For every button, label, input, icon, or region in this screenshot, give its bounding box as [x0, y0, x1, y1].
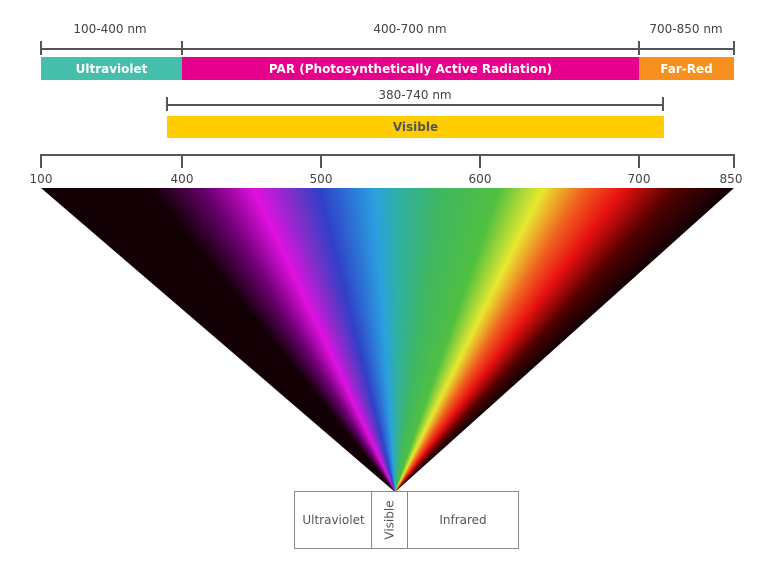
par-range-label: 400-700 nm [373, 22, 447, 36]
bracket-tick [638, 41, 640, 55]
bracket-tick [166, 97, 168, 111]
visible-band-label: Visible [392, 120, 439, 134]
axis-tick-label: 400 [170, 172, 194, 186]
infrared-box: Infrared [407, 491, 519, 549]
axis-tick [638, 154, 640, 168]
wavelength-axis [41, 154, 735, 156]
visible-range-label: 380-740 nm [378, 88, 452, 102]
axis-tick-label: 500 [309, 172, 333, 186]
infrared-box-label: Infrared [439, 513, 487, 527]
far-red-band: Far-Red [639, 57, 734, 80]
axis-tick-label: 700 [627, 172, 651, 186]
bracket-tick [662, 97, 664, 111]
ultraviolet-band: Ultraviolet [41, 57, 182, 80]
ultraviolet-box-label: Ultraviolet [302, 513, 365, 527]
uv-range-label: 100-400 nm [73, 22, 147, 36]
bracket-tick [40, 41, 42, 55]
far-red-band-label: Far-Red [660, 61, 713, 76]
ultraviolet-band-label: Ultraviolet [75, 61, 148, 76]
par-band: PAR (Photosynthetically Active Radiation… [182, 57, 639, 80]
visible-box: Visible [371, 491, 409, 549]
axis-tick [40, 154, 42, 168]
axis-tick-label: 100 [29, 172, 53, 186]
farred-range-label: 700-850 nm [649, 22, 723, 36]
visible-bracket-line [167, 104, 664, 106]
axis-tick-label: 850 [719, 172, 743, 186]
bracket-tick [733, 41, 735, 55]
bracket-tick [181, 41, 183, 55]
visible-band: Visible [167, 116, 664, 138]
axis-tick [733, 154, 735, 168]
axis-tick [181, 154, 183, 168]
range-bracket-line [41, 48, 735, 50]
axis-tick [479, 154, 481, 168]
visible-box-label: Visible [383, 500, 398, 540]
ultraviolet-box: Ultraviolet [294, 491, 373, 549]
axis-tick [320, 154, 322, 168]
axis-tick-label: 600 [468, 172, 492, 186]
par-band-label: PAR (Photosynthetically Active Radiation… [268, 61, 553, 76]
